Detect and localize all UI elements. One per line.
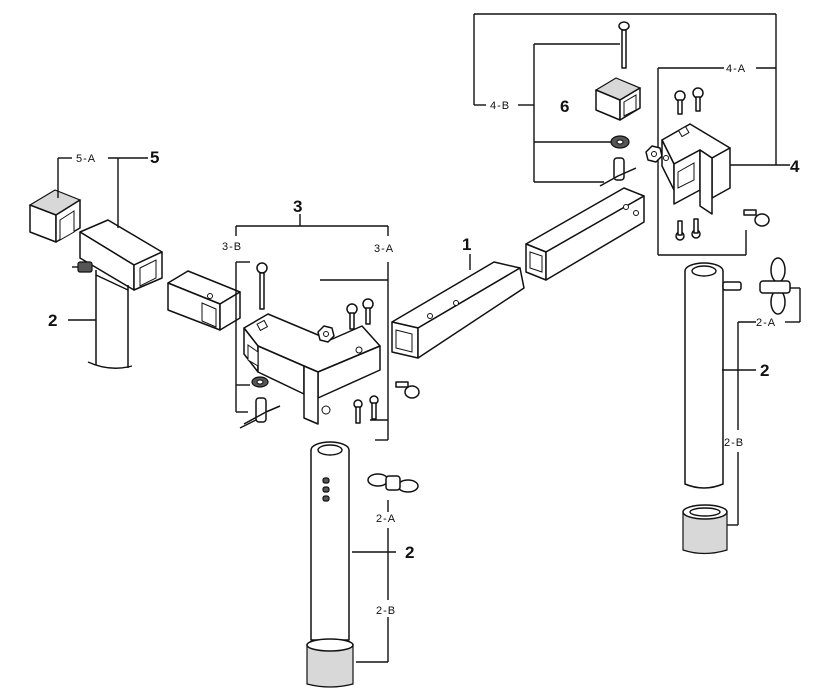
label-part-4: 4 (790, 157, 800, 176)
leaders-left (57, 157, 148, 321)
bolt-4b (618, 21, 630, 69)
screws-4a (674, 87, 704, 241)
label-5a: 5-A (76, 153, 96, 165)
bolt-side-3a (395, 381, 420, 399)
bracket-4-leaders (473, 13, 790, 256)
leg-2-left (87, 270, 133, 369)
nut-4a (645, 145, 663, 163)
washer-3b (251, 376, 269, 388)
label-2b-center: 2-B (376, 605, 396, 617)
connector-tube-right (525, 187, 645, 281)
label-3a: 3-A (374, 243, 394, 255)
washer-4b (610, 135, 630, 149)
label-2a-center: 2-A (376, 513, 396, 525)
label-2a-right: 2-A (756, 317, 776, 329)
label-part-3: 3 (293, 197, 302, 216)
label-3b: 3-B (222, 241, 242, 253)
foot-cap-2b-right (682, 504, 728, 555)
wing-nut-2a-right (759, 257, 791, 315)
screws-3a (346, 298, 379, 424)
corner-bracket-4 (661, 123, 731, 215)
label-part-2-left: 2 (48, 311, 57, 330)
label-part-2-center: 2 (405, 543, 414, 562)
leg-2-center (306, 441, 354, 688)
end-cap-5a (28, 189, 82, 243)
tube-1 (391, 261, 525, 359)
label-part-5: 5 (150, 148, 159, 167)
wing-knob-4b (599, 157, 637, 187)
connector-tube-left (167, 270, 241, 331)
bracket-3-leaders (235, 214, 389, 441)
label-4a: 4-A (726, 63, 746, 75)
label-4b: 4-B (490, 100, 510, 112)
top-bracket-5 (72, 219, 163, 291)
bolt-side-4a (743, 209, 770, 227)
end-cap-6 (594, 77, 642, 121)
nut-3a (317, 325, 335, 343)
label-part-1: 1 (462, 235, 471, 254)
leaders-center-leg (352, 500, 396, 663)
label-part-2-right: 2 (760, 361, 769, 380)
leg-2-right (684, 262, 742, 489)
wing-knob-3b (239, 397, 281, 429)
bolt-3b (256, 262, 268, 310)
corner-bracket-3 (243, 313, 381, 425)
label-part-6: 6 (560, 97, 569, 116)
label-2b-right: 2-B (724, 437, 744, 449)
leaders-right-leg (722, 287, 801, 526)
wing-nut-2a-center (367, 473, 419, 493)
